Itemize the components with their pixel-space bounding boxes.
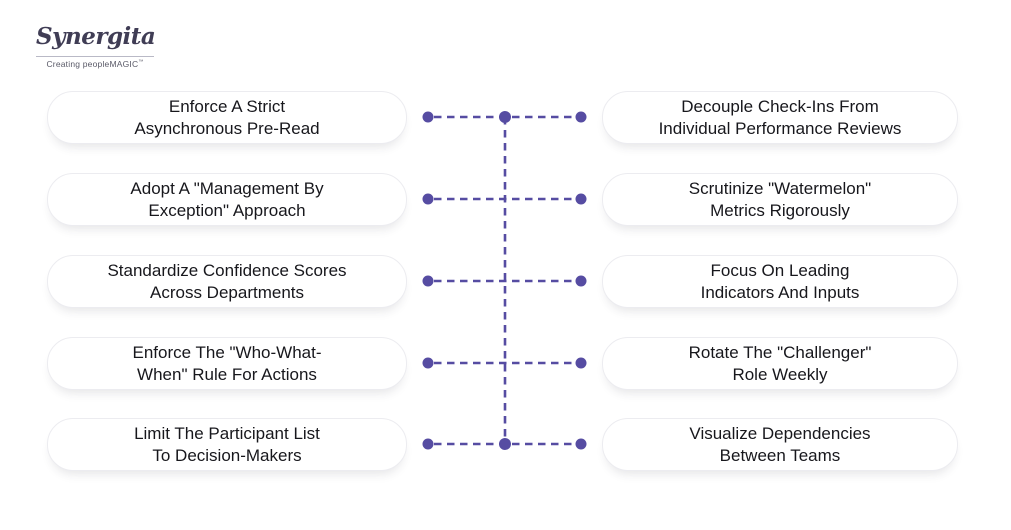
row4-right-dot xyxy=(575,357,587,369)
node-focus-leading-indicators: Focus On Leading Indicators And Inputs xyxy=(602,255,958,308)
node-label: Enforce A Strict Asynchronous Pre-Read xyxy=(134,96,320,138)
node-visualize-dependencies: Visualize Dependencies Between Teams xyxy=(602,418,958,471)
row5-center-dot xyxy=(499,438,511,450)
row5-left-dot xyxy=(422,438,434,450)
node-label: Enforce The "Who-What- When" Rule For Ac… xyxy=(132,342,322,384)
row3-left-dot xyxy=(422,275,434,287)
node-label: Standardize Confidence Scores Across Dep… xyxy=(107,260,347,302)
row4-left-dot xyxy=(422,357,434,369)
row2-left-dot xyxy=(422,193,434,205)
node-who-what-when-rule: Enforce The "Who-What- When" Rule For Ac… xyxy=(47,337,407,390)
node-limit-participant-list: Limit The Participant List To Decision-M… xyxy=(47,418,407,471)
row1-right-dot xyxy=(575,111,587,123)
node-enforce-async-pre-read: Enforce A Strict Asynchronous Pre-Read xyxy=(47,91,407,144)
row1-center-dot xyxy=(499,111,511,123)
node-label: Adopt A "Management By Exception" Approa… xyxy=(130,178,324,220)
node-scrutinize-watermelon-metrics: Scrutinize "Watermelon" Metrics Rigorous… xyxy=(602,173,958,226)
row2-right-dot xyxy=(575,193,587,205)
node-decouple-check-ins: Decouple Check-Ins From Individual Perfo… xyxy=(602,91,958,144)
node-label: Limit The Participant List To Decision-M… xyxy=(134,423,320,465)
node-label: Visualize Dependencies Between Teams xyxy=(689,423,871,465)
node-label: Scrutinize "Watermelon" Metrics Rigorous… xyxy=(688,178,872,220)
row3-right-dot xyxy=(575,275,587,287)
logo-divider xyxy=(36,56,154,57)
node-management-by-exception: Adopt A "Management By Exception" Approa… xyxy=(47,173,407,226)
logo-tagline: Creating peopleMAGIC™ xyxy=(46,59,144,69)
row5-right-dot xyxy=(575,438,587,450)
logo-wordmark: Synergita xyxy=(36,23,156,50)
synergita-logo: Synergita Creating peopleMAGIC™ xyxy=(36,20,156,69)
node-rotate-challenger-role: Rotate The "Challenger" Role Weekly xyxy=(602,337,958,390)
node-label: Focus On Leading Indicators And Inputs xyxy=(700,260,860,302)
node-label: Decouple Check-Ins From Individual Perfo… xyxy=(658,96,902,138)
trademark-symbol: ™ xyxy=(138,59,144,66)
node-standardize-confidence-scores: Standardize Confidence Scores Across Dep… xyxy=(47,255,407,308)
node-label: Rotate The "Challenger" Role Weekly xyxy=(688,342,872,384)
row1-left-dot xyxy=(422,111,434,123)
